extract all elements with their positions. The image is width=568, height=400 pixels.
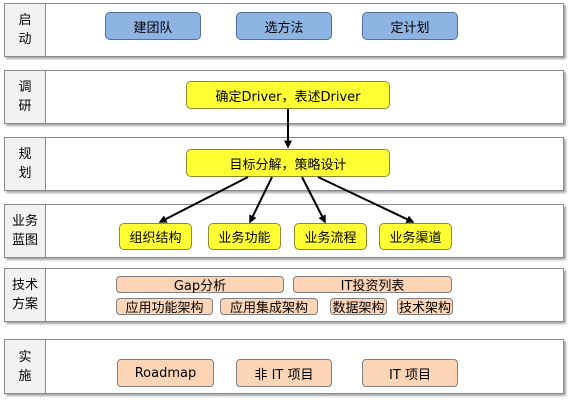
lane-label-line: 方案 bbox=[11, 297, 38, 312]
lane-label-line: 划 bbox=[18, 166, 32, 181]
lane-label-line: 业务 bbox=[11, 214, 38, 229]
tech-arch-box: 技术架构 bbox=[397, 298, 453, 316]
gap-analysis-box: Gap分析 bbox=[116, 276, 284, 294]
make-plan-box: 定计划 bbox=[362, 12, 458, 40]
lane-label-research: 调研 bbox=[5, 71, 46, 123]
lane-label-line: 施 bbox=[18, 368, 32, 384]
lane-label-line: 实 bbox=[18, 349, 32, 365]
it-investment-box: IT投资列表 bbox=[293, 276, 452, 294]
lane-label-line: 启 bbox=[18, 13, 32, 28]
lane-label-line: 动 bbox=[18, 32, 32, 47]
lane-label-tech: 技术方案 bbox=[5, 269, 46, 321]
data-arch-box: 数据架构 bbox=[330, 298, 387, 316]
roadmap-box: Roadmap bbox=[117, 359, 214, 387]
lane-blueprint: 业务蓝图 bbox=[4, 204, 564, 258]
business-channel-box: 业务渠道 bbox=[379, 223, 452, 250]
goals-strategy-box: 目标分解，策略设计 bbox=[186, 149, 390, 177]
driver-box: 确定Driver，表述Driver bbox=[186, 81, 390, 109]
it-project-box: IT 项目 bbox=[362, 359, 458, 387]
lane-label-line: 技术 bbox=[11, 278, 38, 293]
build-team-box: 建团队 bbox=[105, 12, 201, 40]
choose-method-box: 选方法 bbox=[236, 12, 332, 40]
lane-label-blueprint: 业务蓝图 bbox=[5, 205, 46, 257]
lane-label-line: 调 bbox=[18, 80, 32, 95]
lane-label-startup: 启动 bbox=[5, 4, 46, 56]
org-structure-box: 组织结构 bbox=[119, 223, 192, 250]
lane-label-line: 研 bbox=[18, 99, 32, 114]
lane-label-line: 蓝图 bbox=[11, 233, 38, 248]
lane-label-line: 规 bbox=[18, 147, 32, 162]
app-integration-arch-box: 应用集成架构 bbox=[220, 298, 318, 316]
app-function-arch-box: 应用功能架构 bbox=[116, 298, 213, 316]
non-it-project-box: 非 IT 项目 bbox=[236, 359, 332, 387]
business-process-box: 业务流程 bbox=[294, 223, 367, 250]
business-function-box: 业务功能 bbox=[208, 223, 281, 250]
lane-label-implement: 实施 bbox=[5, 340, 46, 393]
lane-label-planning: 规划 bbox=[5, 138, 46, 190]
